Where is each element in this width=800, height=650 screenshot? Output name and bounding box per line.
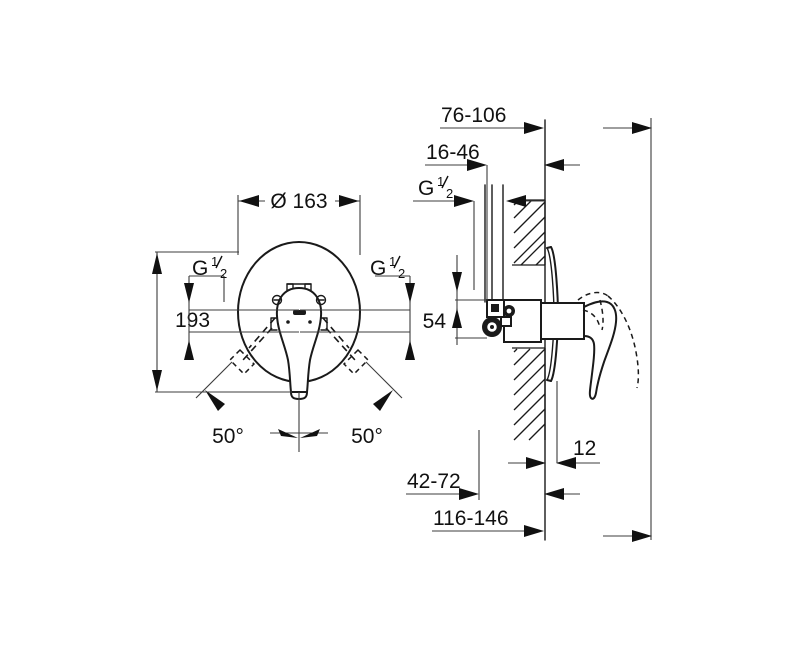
dim-42-72-label: 42-72 <box>407 470 461 493</box>
g-side-arrow <box>454 195 474 207</box>
dim-54-arrow-top <box>452 272 462 292</box>
angle-center-arrow-left <box>278 429 298 438</box>
dim-54-label: 54 <box>423 310 447 333</box>
g-side-wall-arrow <box>506 195 526 207</box>
angle-label-left: 50° <box>212 425 244 448</box>
front-view-group: 50° 50° Ø 163 193 G 1 2 <box>152 190 415 452</box>
dia-arrow-right <box>339 195 359 207</box>
dim-76-106-arrow <box>524 122 544 134</box>
height-arrow-top <box>152 253 162 274</box>
indicator-circle-left <box>271 294 283 306</box>
dim-12-arrow-right <box>556 457 576 469</box>
lever-alt-top <box>577 291 609 301</box>
height-arrow-bottom <box>152 370 162 391</box>
stop-valve-screw-inner <box>505 307 513 315</box>
dim-116-146-label: 116-146 <box>433 507 509 530</box>
hidden-connector-right <box>342 348 370 376</box>
dim-42-72-arrow <box>459 488 479 500</box>
handle-center-slot <box>293 310 306 315</box>
g-side-frac-slash <box>441 175 449 189</box>
lever-alt-outer <box>607 295 640 389</box>
handle-dot-left <box>286 320 290 324</box>
dim-16-46-arrow <box>467 159 487 171</box>
wall-hatch-lower <box>512 347 546 441</box>
wall-hatch-upper <box>512 199 546 266</box>
handle-dot-right <box>308 320 312 324</box>
dim-12-label: 12 <box>573 437 596 460</box>
g-right-arrow-upper <box>405 283 415 303</box>
hidden-arm-right-2 <box>322 317 350 349</box>
lever-alt-inner <box>599 299 604 331</box>
g-side-numerator: 1 <box>437 174 444 189</box>
angle-arrow-left <box>205 390 225 411</box>
g-right-numerator: 1 <box>389 254 396 269</box>
lever-handle-side <box>583 300 618 400</box>
angle-arrow-right <box>373 390 393 411</box>
g-right-frac-slash <box>393 255 401 269</box>
angle-leader-left <box>195 361 233 399</box>
dim-116-146-arrow <box>524 525 544 537</box>
g-side-letter: G <box>418 177 434 200</box>
indicator-circle-right <box>315 294 327 306</box>
dim-wall-thk-arrow-lower <box>544 488 564 500</box>
angle-leader-right <box>365 361 403 399</box>
side-view-dimensions: 76-106 16-46 G 1 2 54 <box>406 104 652 542</box>
escutcheon-top-edge <box>546 246 552 249</box>
dia-arrow-left <box>239 195 259 207</box>
dim-top-right-arrow <box>632 122 652 134</box>
g-left-arrow-lower <box>184 340 194 360</box>
g-left-arrow-upper <box>184 283 194 303</box>
escutcheon-bottom-edge <box>546 379 552 382</box>
stop-valve-knob-dot <box>490 325 494 329</box>
g-label-right: G 1 2 <box>370 254 405 281</box>
angle-label-right: 50° <box>351 425 383 448</box>
stop-valve-square <box>491 304 499 312</box>
side-view-group <box>482 118 652 541</box>
g-left-letter: G <box>192 257 208 280</box>
g-label-left: G 1 2 <box>192 254 227 281</box>
g-label-side: G 1 2 <box>418 174 453 201</box>
lever-alt-mid <box>582 309 601 329</box>
g-left-frac-slash <box>215 255 223 269</box>
g-right-arrow-lower <box>405 340 415 360</box>
dim-16-46-label: 16-46 <box>426 141 480 164</box>
g-right-letter: G <box>370 257 386 280</box>
stop-valve-link <box>500 316 512 327</box>
hidden-arm-left-2 <box>248 317 276 349</box>
angle-center-arrow-right <box>300 429 320 438</box>
hidden-connector-left <box>228 348 256 376</box>
dim-bottom-right-arrow <box>632 530 652 542</box>
g-left-numerator: 1 <box>211 254 218 269</box>
cartridge-cylinder <box>540 302 585 340</box>
g-right-denominator: 2 <box>398 266 405 281</box>
diameter-label: Ø 163 <box>270 190 327 213</box>
dim-wall-thk-arrow-upper <box>544 159 564 171</box>
dim-12-arrow-left <box>526 457 546 469</box>
dim-54-arrow-bottom <box>452 308 462 328</box>
g-left-denominator: 2 <box>220 266 227 281</box>
height-label: 193 <box>175 309 210 332</box>
dim-76-106-label: 76-106 <box>441 104 506 127</box>
g-side-denominator: 2 <box>446 186 453 201</box>
